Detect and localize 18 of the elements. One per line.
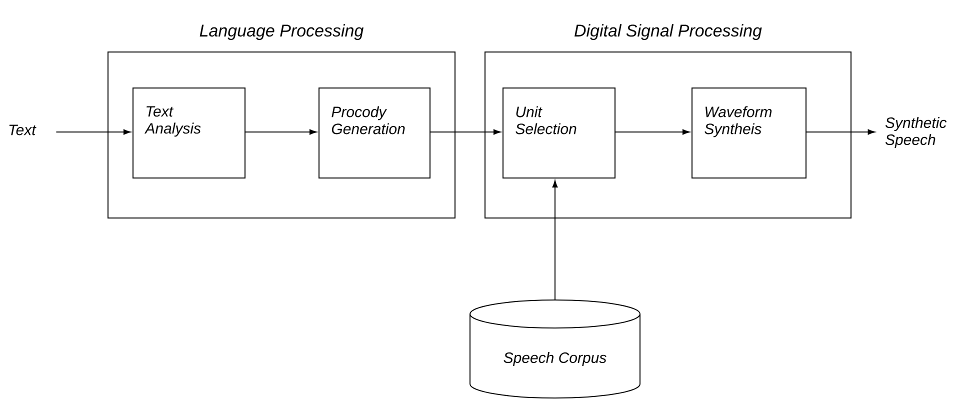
database-cylinder: Speech Corpus <box>470 300 640 398</box>
node-label: Speech Corpus <box>504 352 606 366</box>
group-title: Digital Signal Processing <box>574 24 762 40</box>
arrow <box>552 180 558 300</box>
process-box: Procody Generation <box>318 88 430 178</box>
arrow <box>245 129 317 135</box>
process-box: Text Analysis <box>132 88 246 178</box>
arrow <box>430 129 501 135</box>
process-box: Waveform Syntheis <box>692 88 806 178</box>
group-box <box>108 24 456 218</box>
text-label: Text <box>9 124 36 136</box>
text-label: Synthetic Speech <box>885 117 947 148</box>
arrow <box>806 129 875 135</box>
arrow <box>615 129 690 135</box>
group-title: Language Processing <box>200 24 364 40</box>
process-box: Unit Selection <box>502 88 616 178</box>
arrow <box>56 129 131 135</box>
group-box <box>484 24 852 218</box>
